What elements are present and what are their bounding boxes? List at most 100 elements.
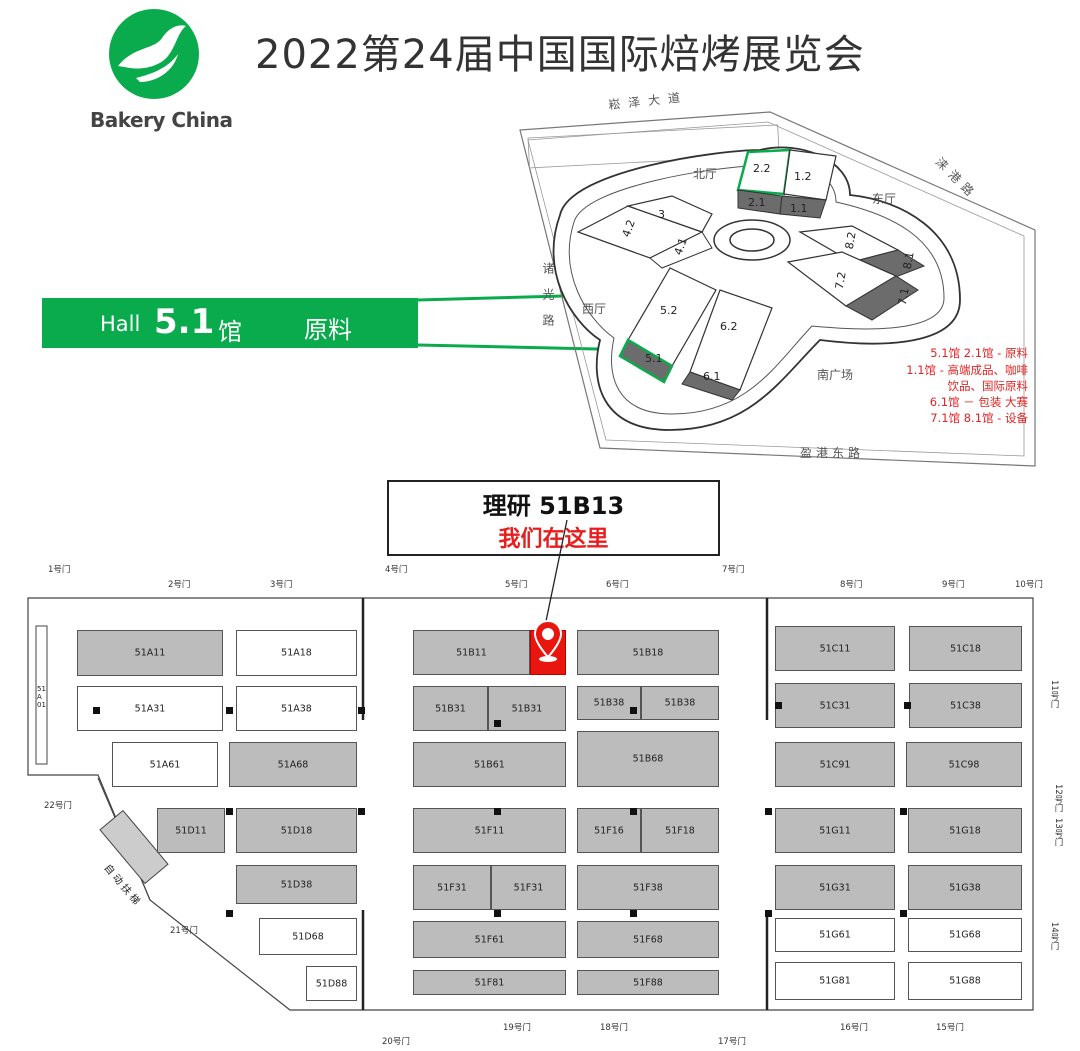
booth[interactable]: 51F88 [577, 970, 719, 995]
door-12: 12号门 [1053, 784, 1063, 812]
column-marker [904, 702, 911, 709]
column-marker [226, 808, 233, 815]
booth[interactable]: 51G11 [775, 808, 895, 853]
booth-id: 51B38 [664, 697, 696, 709]
booth[interactable]: 51B61 [413, 742, 566, 787]
booth[interactable]: 51B31 [413, 686, 488, 731]
left-panel-label: 51A01 [37, 685, 46, 709]
location-pin-icon [533, 619, 563, 662]
column-marker [494, 720, 501, 727]
booth[interactable]: 51F18 [641, 808, 719, 853]
booth-id: 51G38 [949, 882, 981, 893]
booth-id: 51C91 [819, 759, 851, 770]
column-marker [358, 808, 365, 815]
booth[interactable]: 51D38 [236, 865, 357, 904]
booth[interactable]: 51F11 [413, 808, 566, 853]
west-hall-label: 西厅 [582, 302, 607, 316]
booth-id: 51D11 [175, 825, 207, 836]
booth[interactable]: 51C11 [775, 626, 895, 671]
door-2: 2号门 [168, 580, 191, 590]
booth[interactable]: 51F31 [413, 865, 491, 910]
hall-banner: Hall 5.1 馆 原料 [42, 298, 418, 348]
booth[interactable]: 51A11 [77, 630, 223, 676]
booth[interactable]: 51A68 [229, 742, 357, 787]
booth-id: 51B31 [511, 703, 543, 714]
booth[interactable]: 51G88 [908, 962, 1022, 1000]
door-15: 15号门 [936, 1023, 964, 1033]
booth[interactable]: 51D18 [236, 808, 357, 853]
door-8: 8号门 [840, 580, 863, 590]
east-hall-label: 东厅 [872, 192, 897, 206]
booth-id: 51C38 [950, 700, 981, 711]
booth[interactable]: 51B11 [413, 630, 530, 675]
booth-id: 51G68 [949, 929, 981, 941]
booth[interactable]: 51C91 [775, 742, 895, 787]
booth-id: 51D38 [280, 879, 313, 890]
booth[interactable]: 51C38 [909, 683, 1022, 728]
door-10: 10号门 [1015, 580, 1043, 590]
booth[interactable]: 51A61 [112, 742, 218, 787]
legend-line: 6.1馆 － 包装 大赛 [929, 395, 1028, 409]
booth-id: 51F88 [633, 977, 663, 988]
legend-line: 7.1馆 8.1馆 - 设备 [930, 411, 1028, 425]
booth[interactable]: 51G38 [908, 865, 1022, 910]
legend-line: 5.1馆 2.1馆 - 原料 [930, 346, 1028, 360]
booth-id: 51A31 [134, 703, 166, 714]
booth-id: 51G31 [819, 882, 851, 893]
booth[interactable]: 51G81 [775, 962, 895, 1000]
booth-id: 51F31 [513, 882, 544, 893]
booth-id: 51F11 [474, 825, 505, 836]
door-21: 21号门 [170, 926, 198, 936]
booth[interactable]: 51D68 [259, 918, 357, 955]
booth[interactable]: 51B68 [577, 731, 719, 787]
booth[interactable]: 51D88 [306, 966, 357, 1001]
door-9: 9号门 [942, 580, 965, 590]
column-marker [494, 808, 501, 815]
door-17: 17号门 [718, 1037, 746, 1047]
booth[interactable]: 51F68 [577, 921, 719, 958]
south-plaza-label: 南广场 [817, 368, 854, 382]
door-7: 7号门 [722, 565, 745, 575]
booth[interactable]: 51F38 [577, 865, 719, 910]
hall-label: 2.2 [753, 162, 771, 175]
booth[interactable]: 51C31 [775, 683, 895, 728]
booth-id: 51G18 [949, 825, 981, 836]
booth[interactable]: 51B38 [641, 686, 719, 720]
bird-leaf-logo-icon [109, 9, 199, 99]
column-marker [765, 910, 772, 917]
hall-label: 3 [658, 208, 665, 221]
booth[interactable]: 51B31 [488, 686, 566, 731]
booth-id: 51A18 [281, 647, 312, 659]
booth[interactable]: 51F31 [491, 865, 566, 910]
booth-id: 51G88 [949, 975, 981, 987]
page-title: 2022第24届中国国际焙烤展览会 [255, 32, 865, 78]
booth-id: 51F68 [633, 934, 663, 945]
booth[interactable]: 51G61 [775, 918, 895, 952]
booth[interactable]: 51G31 [775, 865, 895, 910]
booth[interactable]: 51B38 [577, 686, 641, 720]
booth[interactable]: 51D11 [157, 808, 225, 853]
legend-line: 1.1馆 - 高端成品、咖啡 [906, 363, 1028, 377]
booth[interactable]: 51C18 [909, 626, 1022, 671]
booth[interactable]: 51F16 [577, 808, 641, 853]
column-marker [630, 707, 637, 714]
booth[interactable]: 51G68 [908, 918, 1022, 952]
column-marker [494, 910, 501, 917]
booth-id: 51C11 [819, 643, 851, 654]
booth[interactable]: 51G18 [908, 808, 1022, 853]
booth[interactable]: 51A31 [77, 686, 223, 731]
booth-id: 51A61 [149, 759, 181, 770]
booth[interactable]: 51F61 [413, 921, 566, 958]
booth[interactable]: 51A18 [236, 630, 357, 676]
door-4: 4号门 [385, 565, 408, 575]
column-marker [226, 910, 233, 917]
booth-id: 51C18 [950, 643, 981, 654]
callout-company: 理研 51B13 [482, 492, 625, 520]
door-5: 5号门 [505, 580, 528, 590]
booth[interactable]: 51A38 [236, 686, 357, 731]
booth[interactable]: 51C98 [906, 742, 1022, 787]
booth-id: 51F38 [633, 882, 663, 893]
booth[interactable]: 51B18 [577, 630, 719, 675]
hall-banner-number: 5.1 [154, 302, 215, 342]
booth[interactable]: 51F81 [413, 970, 566, 995]
